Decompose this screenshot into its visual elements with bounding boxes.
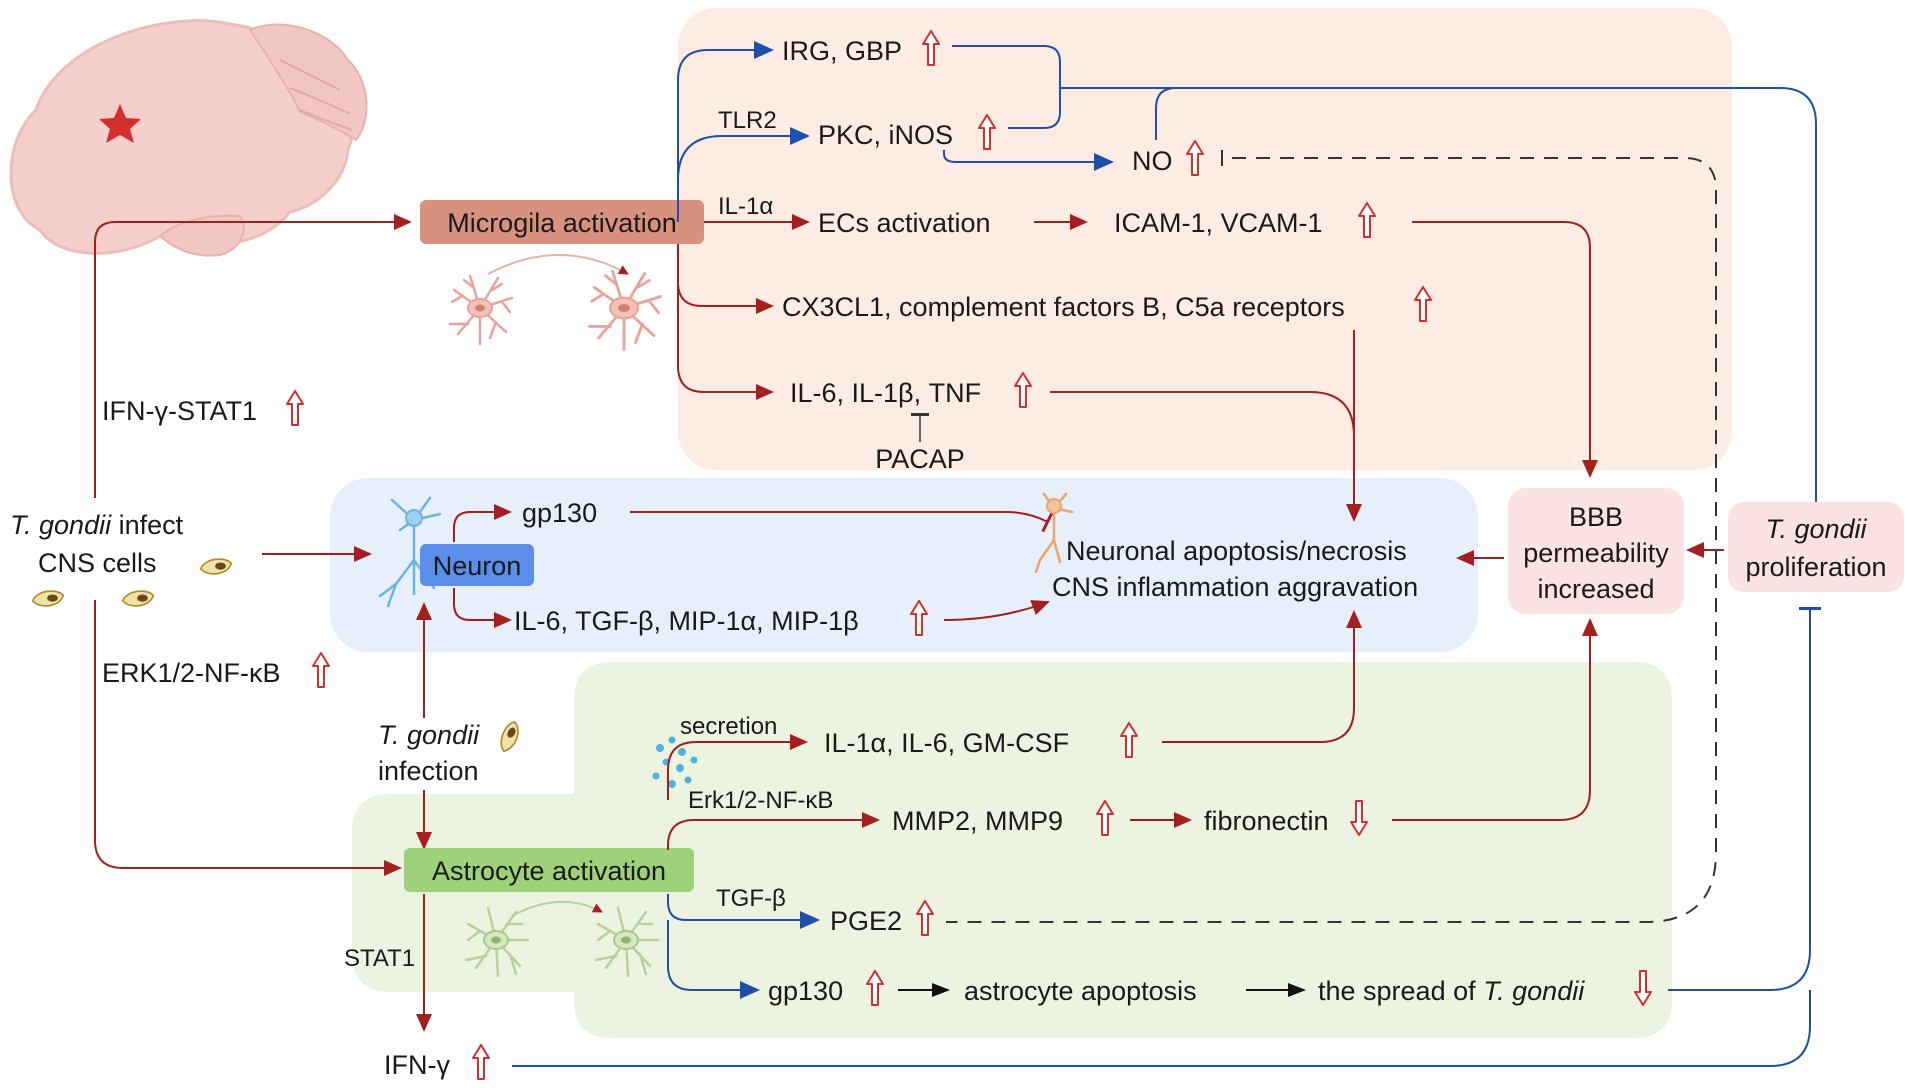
neuronal-apoptosis-label: Neuronal apoptosis/necrosis (1066, 536, 1407, 566)
bbb-line1: BBB (1569, 502, 1623, 532)
bbb-line3: increased (1537, 574, 1654, 604)
spread-label: the spread of T. gondii (1318, 976, 1585, 1006)
ifn-stat1-label: IFN-γ-STAT1 (102, 396, 257, 426)
gp130-neuron-label: gp130 (522, 498, 597, 528)
icam-vcam-label: ICAM-1, VCAM-1 (1114, 208, 1323, 238)
tgfb-edge-label: TGF-β (716, 885, 786, 912)
gp130-astro-label: gp130 (768, 976, 843, 1006)
parasite-icon (199, 558, 233, 575)
ecs-activation-label: ECs activation (818, 208, 991, 238)
neuron-panel (330, 478, 1478, 652)
ifn-g-label: IFN-γ (384, 1050, 450, 1080)
erk-nfkb-astro-label: Erk1/2-NF-κB (688, 787, 833, 814)
neuron-cytokines-label: IL-6, TGF-β, MIP-1α, MIP-1β (514, 606, 859, 636)
microglia-cell-icon (448, 274, 514, 346)
tg-proliferation-line1: T. gondii (1765, 514, 1867, 544)
stat1-label: STAT1 (344, 945, 415, 972)
cns-inflammation-label: CNS inflammation aggravation (1052, 572, 1418, 602)
parasite-icon (31, 590, 65, 607)
mmp-label: MMP2, MMP9 (892, 806, 1063, 836)
tg-proliferation-box (1728, 502, 1904, 592)
astrocyte-activation-label: Astrocyte activation (432, 856, 666, 886)
il1a-edge-label: IL-1α (718, 193, 773, 220)
star-icon (99, 104, 141, 143)
tg-infect-label: T. gondii infect (10, 510, 184, 540)
parasite-icon (121, 590, 155, 607)
astrocyte-activation-box (404, 848, 694, 892)
pge2-label: PGE2 (830, 906, 902, 936)
il6-il1b-tnf-label: IL-6, IL-1β, TNF (790, 378, 981, 408)
tlr2-label: TLR2 (718, 107, 777, 134)
neuron-label: Neuron (433, 551, 522, 581)
bbb-box (1508, 488, 1684, 614)
neuron-box (420, 544, 534, 586)
astrocyte-apoptosis-label: astrocyte apoptosis (964, 976, 1197, 1006)
tg-infection-line2: infection (378, 756, 479, 786)
microglia-cell-icon (588, 269, 663, 351)
pacap-label: PACAP (875, 444, 965, 474)
tg-proliferation-line2: proliferation (1745, 552, 1886, 582)
parasite-icon (494, 718, 525, 755)
tg-infection-line1: T. gondii (378, 720, 480, 750)
cx3cl1-label: CX3CL1, complement factors B, C5a recept… (782, 292, 1345, 322)
microglia-activation-box (420, 200, 704, 244)
microglia-panel (678, 8, 1732, 470)
fibronectin-label: fibronectin (1204, 806, 1329, 836)
cns-cells-label: CNS cells (38, 548, 157, 578)
no-label: NO (1132, 146, 1173, 176)
up-arrow-icon (312, 652, 330, 688)
secretion-label: secretion (680, 713, 777, 740)
brain-icon (9, 19, 368, 257)
up-arrow-icon (286, 390, 304, 426)
pkc-inos-label: PKC, iNOS (818, 120, 953, 150)
astro-cytokines-label: IL-1α, IL-6, GM-CSF (824, 728, 1069, 758)
bbb-line2: permeability (1523, 538, 1669, 568)
neuron-cell-icon (1034, 492, 1074, 574)
secretion-dots-icon (652, 736, 698, 788)
up-arrow-icon (472, 1044, 490, 1080)
microglia-activation-label: Microgila activation (447, 208, 677, 238)
irg-gbp-label: IRG, GBP (782, 36, 902, 66)
erk-nfkb-left-label: ERK1/2-NF-κB (102, 658, 281, 688)
